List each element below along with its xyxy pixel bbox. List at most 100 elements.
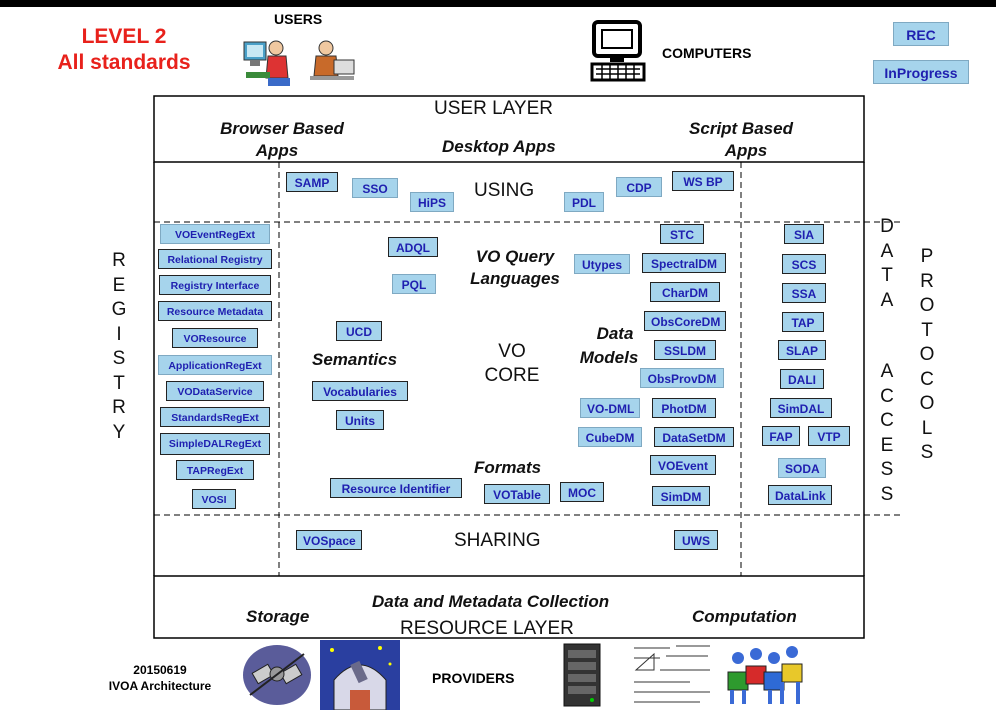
formulas-icon <box>630 640 714 710</box>
computation-label: Computation <box>692 607 797 626</box>
level-title: LEVEL 2 All standards <box>54 24 194 76</box>
protocols-letter: P <box>920 246 934 267</box>
registry-letter: T <box>113 372 125 394</box>
footer-arch: IVOA Architecture <box>108 679 212 693</box>
browser-apps-label: Browser Based Apps <box>202 118 362 162</box>
registry-vosi: VOSI <box>192 489 236 509</box>
badge-simdal: SimDAL <box>770 398 832 418</box>
badge-datalink: DataLink <box>768 485 832 505</box>
registry-voresource: VOResource <box>172 328 258 348</box>
access-letter: E <box>880 434 894 456</box>
badge-units: Units <box>336 410 384 430</box>
script-apps-label: Script Based Apps <box>666 118 816 162</box>
badge-cdp: CDP <box>616 177 662 197</box>
badge-dali: DALI <box>780 369 824 389</box>
badge-scs: SCS <box>782 254 826 274</box>
data-label: D A T A <box>878 215 896 313</box>
badge-simdm: SimDM <box>652 486 710 506</box>
legend-inprogress: InProgress <box>873 60 969 84</box>
protocols-letter: S <box>920 442 934 463</box>
puzzle-people-icon <box>727 646 803 704</box>
data-models-label: Data Models <box>574 322 644 370</box>
data-letter: A <box>880 289 894 311</box>
badge-voevent: VOEvent <box>650 455 716 475</box>
badge-sso: SSO <box>352 178 398 198</box>
access-label: A C C E S S <box>878 360 896 507</box>
storage-label: Storage <box>246 607 310 626</box>
badge-photdm: PhotDM <box>652 398 716 418</box>
registry-letter: I <box>116 323 122 345</box>
badge-chardm: CharDM <box>650 282 720 302</box>
badge-hips: HiPS <box>410 192 454 212</box>
semantics-label: Semantics <box>312 350 398 369</box>
footer-date: 20150619 <box>133 663 187 677</box>
access-letter: C <box>880 410 894 431</box>
badge-sia: SIA <box>784 224 824 244</box>
vo-query-line2: Languages <box>470 269 560 288</box>
badge-wsbp: WS BP <box>672 171 734 191</box>
access-letter: A <box>880 361 894 382</box>
badge-datasetdm: DataSetDM <box>654 427 734 447</box>
data-models-line1: Data <box>596 324 634 343</box>
satellite-icon <box>243 645 311 705</box>
data-letter: D <box>880 216 894 237</box>
data-models-line2: Models <box>579 348 639 367</box>
data-letter: T <box>881 265 893 286</box>
data-letter: A <box>880 240 894 262</box>
badge-tap: TAP <box>782 312 824 332</box>
badge-fap: FAP <box>762 426 800 446</box>
user-at-desk-icon <box>310 40 355 80</box>
protocols-letter: R <box>920 270 934 292</box>
badge-vocabularies: Vocabularies <box>312 381 408 401</box>
badge-pdl: PDL <box>564 192 604 212</box>
core-label: CORE <box>484 365 540 386</box>
registry-letter: R <box>112 397 126 418</box>
registry-letter: S <box>112 348 126 369</box>
protocols-letter: O <box>919 393 935 414</box>
protocols-letter: C <box>920 368 934 390</box>
level-title-line2: All standards <box>57 51 191 74</box>
badge-resource-identifier: Resource Identifier <box>330 478 462 498</box>
formats-label: Formats <box>474 458 542 477</box>
protocols-letter: O <box>919 344 935 365</box>
badge-spectraldm: SpectralDM <box>642 253 726 273</box>
badge-obscoredm: ObsCoreDM <box>644 311 726 331</box>
script-apps-line1: Script Based <box>689 119 793 138</box>
server-icon <box>563 643 601 707</box>
top-black-bar <box>0 0 996 7</box>
browser-apps-line1: Browser Based <box>220 119 344 138</box>
badge-stc: STC <box>660 224 704 244</box>
users-label: USERS <box>274 11 323 27</box>
registry-simpledalregext: SimpleDALRegExt <box>160 433 270 455</box>
providers-label: PROVIDERS <box>432 670 515 686</box>
protocols-letter: L <box>921 417 933 439</box>
vo-core-label: VO CORE <box>470 340 554 388</box>
registry-letter: R <box>112 250 126 271</box>
protocols-label: P R O T O C O L S <box>918 245 936 466</box>
badge-uws: UWS <box>674 530 718 550</box>
legend-rec: REC <box>893 22 949 46</box>
resource-layer-title: RESOURCE LAYER <box>400 618 574 639</box>
protocols-letter: T <box>921 319 933 341</box>
level-title-line1: LEVEL 2 <box>81 25 167 48</box>
badge-moc: MOC <box>560 482 604 502</box>
access-letter: S <box>880 483 894 505</box>
registry-vodataservice: VODataService <box>166 381 264 401</box>
badge-samp: SAMP <box>286 172 338 192</box>
observatory-icon <box>320 640 400 710</box>
registry-letter: G <box>111 299 127 320</box>
computer-icon <box>590 20 646 82</box>
badge-vtp: VTP <box>808 426 850 446</box>
registry-label: R E G I S T R Y <box>110 249 128 445</box>
badge-vospace: VOSpace <box>296 530 362 550</box>
badge-pql: PQL <box>392 274 436 294</box>
data-collection-label: Data and Metadata Collection <box>372 592 610 611</box>
badge-adql: ADQL <box>388 237 438 257</box>
registry-letter: Y <box>112 421 126 443</box>
registry-voeventregext: VOEventRegExt <box>160 224 270 244</box>
user-layer-title: USER LAYER <box>434 98 553 119</box>
sharing-label: SHARING <box>454 530 541 551</box>
registry-tapregext: TAPRegExt <box>176 460 254 480</box>
registry-standardsregext: StandardsRegExt <box>160 407 270 427</box>
